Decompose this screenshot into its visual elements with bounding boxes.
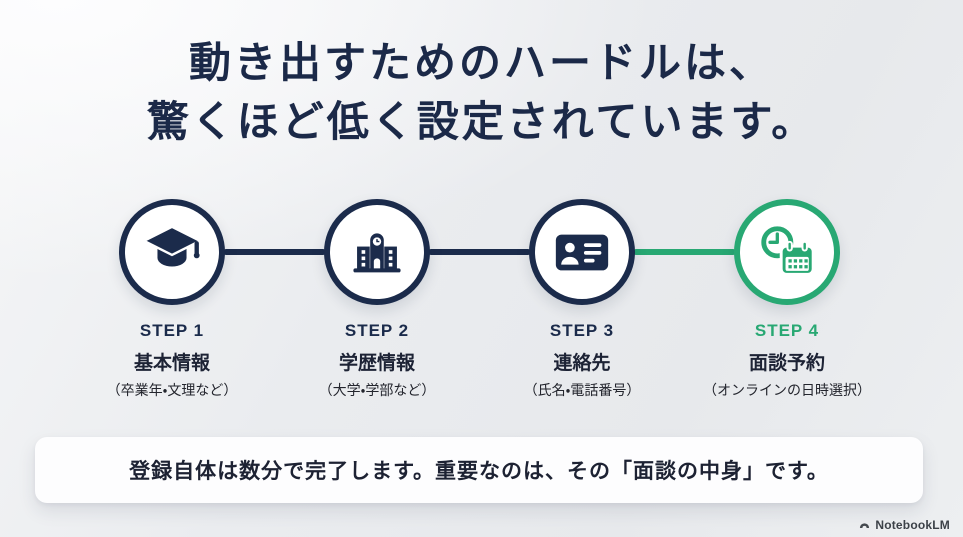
step-3-title: 連絡先: [553, 353, 611, 374]
connector-step2-step3: [428, 249, 531, 255]
step-1-title: 基本情報: [133, 353, 210, 374]
brand-text: NotebookLM: [875, 518, 950, 532]
id-card-icon: [551, 221, 613, 283]
notebooklm-logo-icon: [858, 519, 871, 532]
step-2-label: STEP 2: [344, 321, 410, 340]
step-4-label: STEP 4: [754, 321, 820, 340]
step-3: STEP 3 連絡先 （氏名・電話番号）: [477, 199, 687, 400]
step-4-subtitle: （オンラインの日時選択）: [703, 382, 871, 398]
clock-calendar-icon: [756, 221, 818, 283]
slide-title-line1: 動き出すためのハードルは、: [188, 39, 774, 86]
step-4-circle: [734, 199, 840, 305]
step-4-title: 面談予約: [748, 353, 825, 374]
step-2-subtitle: （大学・学部など）: [318, 382, 436, 398]
step-2-title: 学歴情報: [338, 353, 415, 374]
slide-title-line2: 驚くほど低く設定されています。: [146, 98, 817, 145]
step-3-subtitle: （氏名・電話番号）: [523, 382, 641, 398]
step-3-circle: [529, 199, 635, 305]
brand: NotebookLM: [858, 518, 950, 532]
connector-step3-step4: [633, 249, 736, 255]
note-box: 登録自体は数分で完了します。重要なのは、その「面談の中身」です。: [35, 437, 923, 503]
step-3-label: STEP 3: [549, 321, 615, 340]
step-1: STEP 1 基本情報 （卒業年・文理など）: [67, 199, 277, 400]
step-2-circle: [324, 199, 430, 305]
graduation-cap-icon: [141, 221, 203, 283]
step-1-subtitle: （卒業年・文理など）: [106, 382, 238, 398]
step-2: STEP 2 学歴情報 （大学・学部など）: [272, 199, 482, 400]
note-text: 登録自体は数分で完了します。重要なのは、その「面談の中身」です。: [129, 460, 829, 483]
slide-title: 動き出すためのハードルは、 驚くほど低く設定されています。: [0, 33, 963, 151]
step-1-label: STEP 1: [139, 321, 205, 340]
step-4: STEP 4 面談予約 （オンラインの日時選択）: [682, 199, 892, 400]
step-1-circle: [119, 199, 225, 305]
connector-step1-step2: [223, 249, 326, 255]
school-building-icon: [348, 223, 406, 281]
